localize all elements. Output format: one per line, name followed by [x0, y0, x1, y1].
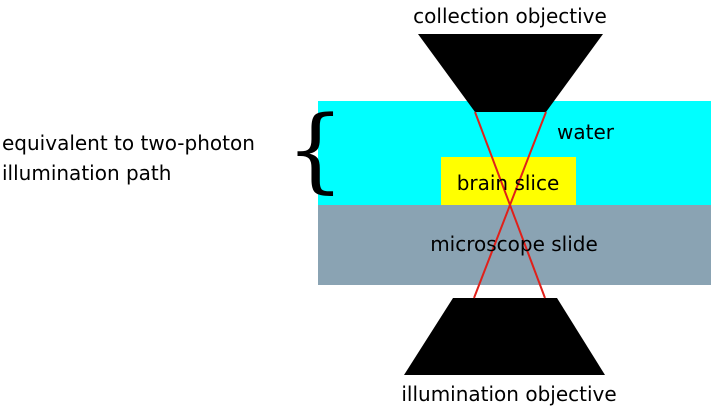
collection-objective-label: collection objective	[413, 4, 607, 28]
curly-brace-icon: {	[286, 96, 345, 203]
illumination-objective-shape	[404, 298, 605, 375]
collection-objective-shape	[418, 34, 603, 112]
brain-slice-label: brain slice	[457, 171, 560, 195]
microscope-slide-label: microscope slide	[430, 232, 598, 256]
illumination-objective-label: illumination objective	[401, 382, 616, 406]
side-label-line-2: illumination path	[2, 161, 171, 185]
side-label-line-1: equivalent to two-photon	[2, 131, 255, 155]
brain-slice	[441, 157, 576, 205]
water-label: water	[557, 120, 615, 144]
beam-line	[473, 111, 547, 299]
